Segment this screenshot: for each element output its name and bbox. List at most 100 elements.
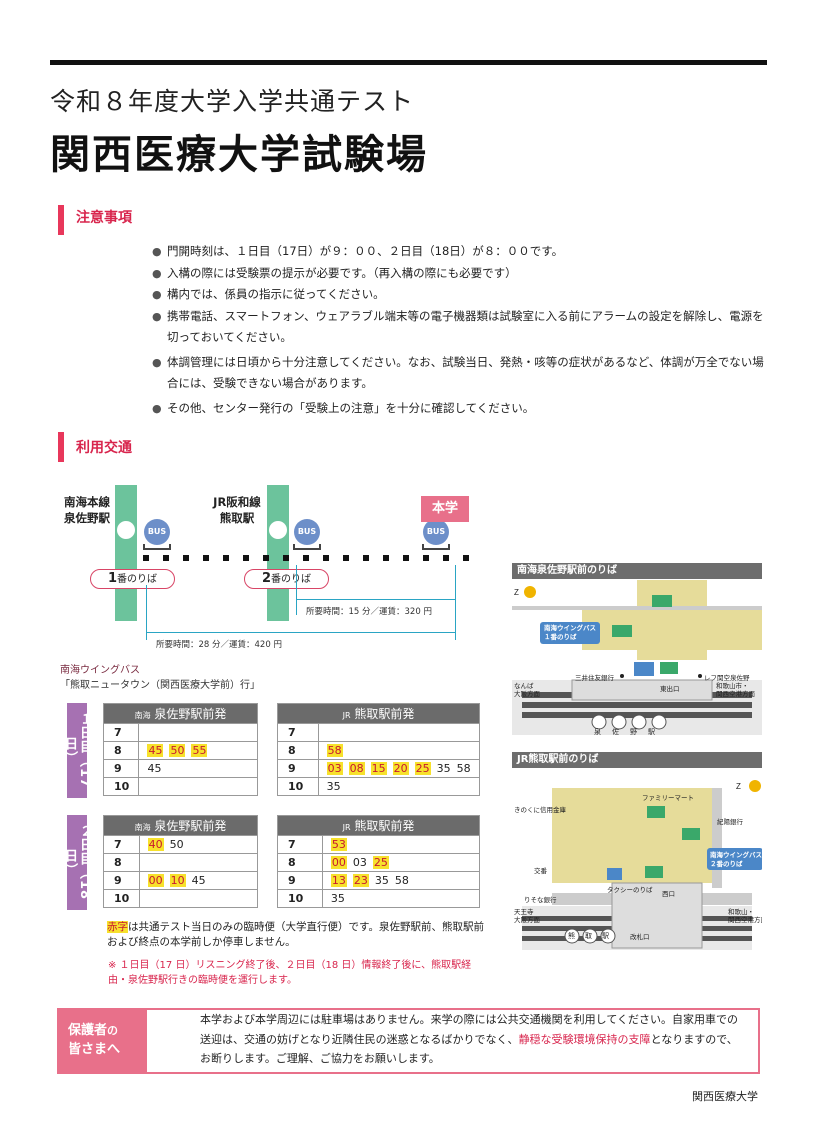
map2-right-dir: 和歌山・ 関西空港方面 (728, 908, 762, 924)
footer-university: 関西医療大学 (692, 1090, 758, 1103)
kumatori-map-graphic: Z (512, 768, 762, 950)
minutes-cell: 53 (321, 835, 481, 854)
measure-tick (455, 565, 456, 640)
special-departure: 00 (147, 874, 164, 887)
map2-kiyo-bank: 紀陽銀行 (717, 818, 743, 826)
map1-bus-label: 南海ウイングバス １番のりば (544, 624, 596, 641)
departure: 45 (191, 874, 206, 887)
university-marker: 本学 (421, 496, 469, 522)
long-trip-time: 所要時間：28 分／運賃：420 円 (156, 640, 282, 650)
station-kumatori-label: JR阪和線熊取駅 (213, 495, 261, 525)
special-departure: 25 (414, 762, 431, 775)
minutes-cell: 35 (317, 777, 481, 796)
minutes-cell: 00 03 25 (321, 853, 481, 872)
minutes-cell: 58 (317, 741, 481, 760)
bus-route-line (143, 555, 483, 561)
parents-notice-box (57, 1008, 760, 1074)
measure-line-short (296, 599, 455, 600)
hour-cell: 9 (102, 759, 140, 778)
izumisano-map-graphic: Z (512, 580, 762, 735)
transport-heading: 利用交通 (76, 440, 132, 456)
bullet-icon: ● (152, 401, 162, 415)
departure: 35 (436, 762, 451, 775)
izumisano-station-bar (115, 485, 137, 621)
kumatori-station-bar (267, 485, 289, 621)
special-departure: 40 (147, 838, 164, 851)
timetable-footnote: ※ １日目（17 日）リスニング終了後、２日目（18 日）情報終了後に、熊取駅経… (108, 960, 472, 986)
parents-label: 保護者の 皆さまへ (59, 1010, 147, 1072)
top-rule (50, 60, 767, 65)
minutes-cell: 35 (321, 889, 481, 908)
hour-cell: 10 (102, 777, 140, 796)
table-header: JR 熊取駅前発 (277, 703, 480, 724)
hour-cell: 9 (277, 759, 319, 778)
measure-tick (146, 585, 147, 640)
timetable-row: 7 (277, 723, 481, 742)
notice-item: ●体調管理には日頃から十分注意してください。なお、試験当日、発熱・咳等の症状があ… (152, 352, 772, 395)
minutes-cell: 13 23 35 58 (321, 871, 481, 890)
stop2-callout: 2番のりば (244, 569, 329, 589)
day2-tab: ２日目（18日） (62, 815, 92, 910)
page-subtitle: 令和８年度大学入学共通テスト (50, 87, 415, 116)
bullet-icon: ● (152, 355, 162, 369)
bus-stop-icon: BUS (144, 519, 170, 545)
special-departure: 23 (352, 874, 369, 887)
special-departure: 53 (330, 838, 347, 851)
departure: 50 (169, 838, 184, 851)
special-departure: 00 (330, 856, 347, 869)
map2-station: 熊取駅 (568, 932, 619, 940)
map1-left-dir: なんば 大阪方面 (514, 682, 540, 698)
timetable-row: 10 (102, 777, 258, 796)
hour-cell: 9 (103, 871, 140, 890)
minutes-cell (138, 889, 259, 908)
minutes-cell (138, 777, 258, 796)
special-departure: 08 (348, 762, 365, 775)
hour-cell: 7 (277, 723, 319, 742)
special-departure: 25 (372, 856, 389, 869)
section-marker (58, 432, 64, 462)
minutes-cell (138, 853, 259, 872)
hour-cell: 9 (277, 871, 323, 890)
day1-tab: １日目（17日） (62, 703, 92, 798)
hour-cell: 10 (277, 889, 323, 908)
kumatori-map-title: JR熊取駅前のりば (512, 752, 762, 768)
bus-stop-base (293, 544, 321, 550)
timetable-row: 10 (103, 889, 259, 908)
hour-cell: 8 (103, 853, 140, 872)
departure: 35 (330, 892, 345, 905)
map2-koban: 交番 (534, 867, 547, 875)
special-departure: 13 (330, 874, 347, 887)
page-title: 関西医療大学試験場 (50, 132, 428, 178)
map2-bus-label: 南海ウイングバス ２番のりば (710, 851, 762, 868)
departure: 58 (394, 874, 409, 887)
timetable-row: 7 53 (277, 835, 481, 854)
notice-heading: 注意事項 (76, 210, 132, 226)
bullet-icon: ● (152, 288, 162, 301)
map1-station: 泉佐野駅 (594, 728, 666, 735)
station-circle (269, 521, 287, 539)
bullet-icon: ● (152, 266, 162, 280)
departure: 35 (326, 780, 341, 793)
hour-cell: 7 (102, 723, 140, 742)
notice-item: ●門開時刻は、１日目（17日）が９：００、２日目（18日）が８：００です。 (152, 241, 772, 263)
map2-left-dir: 天王寺 大阪方面 (514, 908, 540, 924)
special-departure: 20 (392, 762, 409, 775)
svg-text:Z: Z (736, 782, 741, 791)
hour-cell: 7 (277, 835, 323, 854)
bus-stop-icon: BUS (294, 519, 320, 545)
notice-item: ●携帯電話、スマートフォン、ウェアラブル端末等の電子機器類は試験室に入る前にアラ… (152, 306, 772, 349)
map2-ikeda: きのくに信用金庫 (514, 806, 566, 814)
departure: 35 (374, 874, 389, 887)
bus-stop-base (143, 544, 171, 550)
departure: 03 (352, 856, 367, 869)
timetable-row: 8 (103, 853, 259, 872)
special-departure: 50 (169, 744, 186, 757)
